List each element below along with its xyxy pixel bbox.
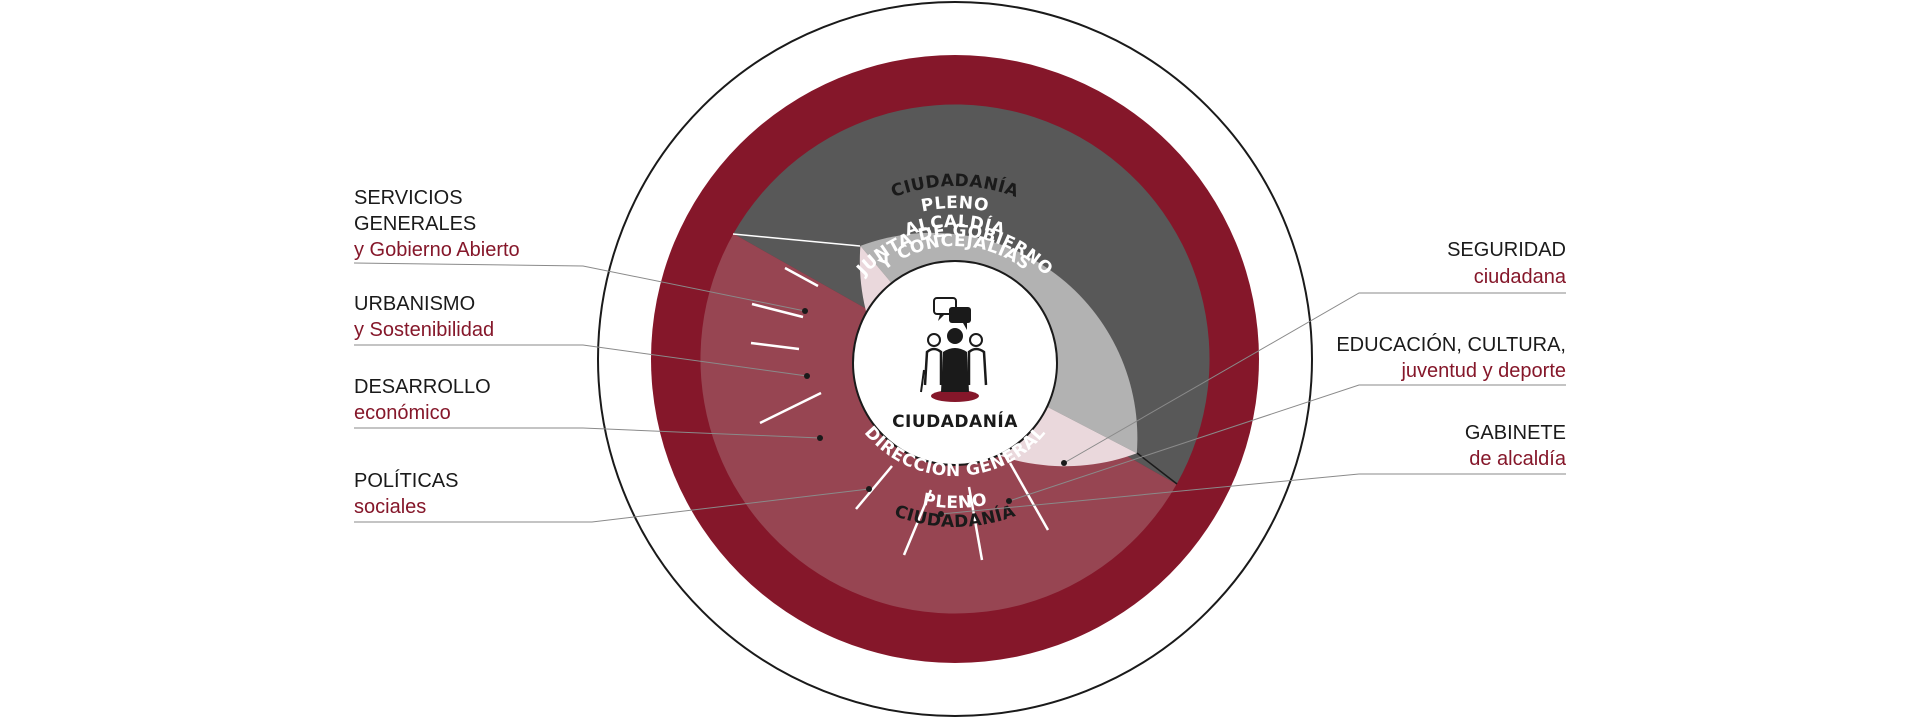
- area-title: EDUCACIÓN, CULTURA,: [1336, 333, 1566, 356]
- area-title: SEGURIDAD: [1447, 239, 1566, 261]
- leader-lines-left: [353, 262, 870, 523]
- area-title-line2: GENERALES: [354, 213, 476, 235]
- area-subtitle: económico: [354, 402, 451, 424]
- area-educacion-cultura: EDUCACIÓN, CULTURA, juventud y deporte: [1336, 333, 1566, 382]
- area-subtitle: sociales: [354, 496, 426, 518]
- pleno-bottom-label: PLENO: [921, 490, 988, 513]
- area-title: URBANISMO: [354, 293, 475, 315]
- area-title: DESARROLLO: [354, 376, 491, 398]
- area-title-line1: SERVICIOS: [354, 187, 463, 209]
- area-seguridad: SEGURIDAD ciudadana: [1447, 239, 1567, 288]
- area-title: POLÍTICAS: [354, 469, 458, 492]
- area-desarrollo: DESARROLLO económico: [354, 376, 491, 424]
- leader-lines-right: [940, 292, 1566, 515]
- svg-text:PLENO: PLENO: [920, 193, 991, 216]
- area-politicas-sociales: POLÍTICAS sociales: [354, 469, 458, 518]
- area-subtitle: y Gobierno Abierto: [354, 239, 520, 261]
- center-label: CIUDADANÍA: [892, 410, 1018, 432]
- area-dividers: [750, 266, 1050, 561]
- area-subtitle: juventud y deporte: [1400, 360, 1566, 382]
- area-servicios-generales: SERVICIOS GENERALES y Gobierno Abierto: [354, 187, 520, 261]
- area-gabinete: GABINETE de alcaldía: [1465, 422, 1567, 470]
- divider-alcaldia-left: [732, 233, 861, 247]
- area-subtitle: ciudadana: [1474, 266, 1567, 288]
- citizens-dialogue-icon: [920, 297, 988, 402]
- area-subtitle: de alcaldía: [1469, 448, 1567, 470]
- leader-dots-left: [802, 308, 872, 492]
- svg-text:PLENO: PLENO: [921, 490, 988, 513]
- pleno-top-label: PLENO: [920, 193, 990, 216]
- area-title: GABINETE: [1465, 422, 1566, 444]
- area-subtitle: y Sostenibilidad: [354, 319, 494, 341]
- leader-dots-right: [938, 460, 1067, 517]
- area-urbanismo: URBANISMO y Sostenibilidad: [354, 293, 494, 341]
- divider-alcaldia-right: [1136, 452, 1178, 485]
